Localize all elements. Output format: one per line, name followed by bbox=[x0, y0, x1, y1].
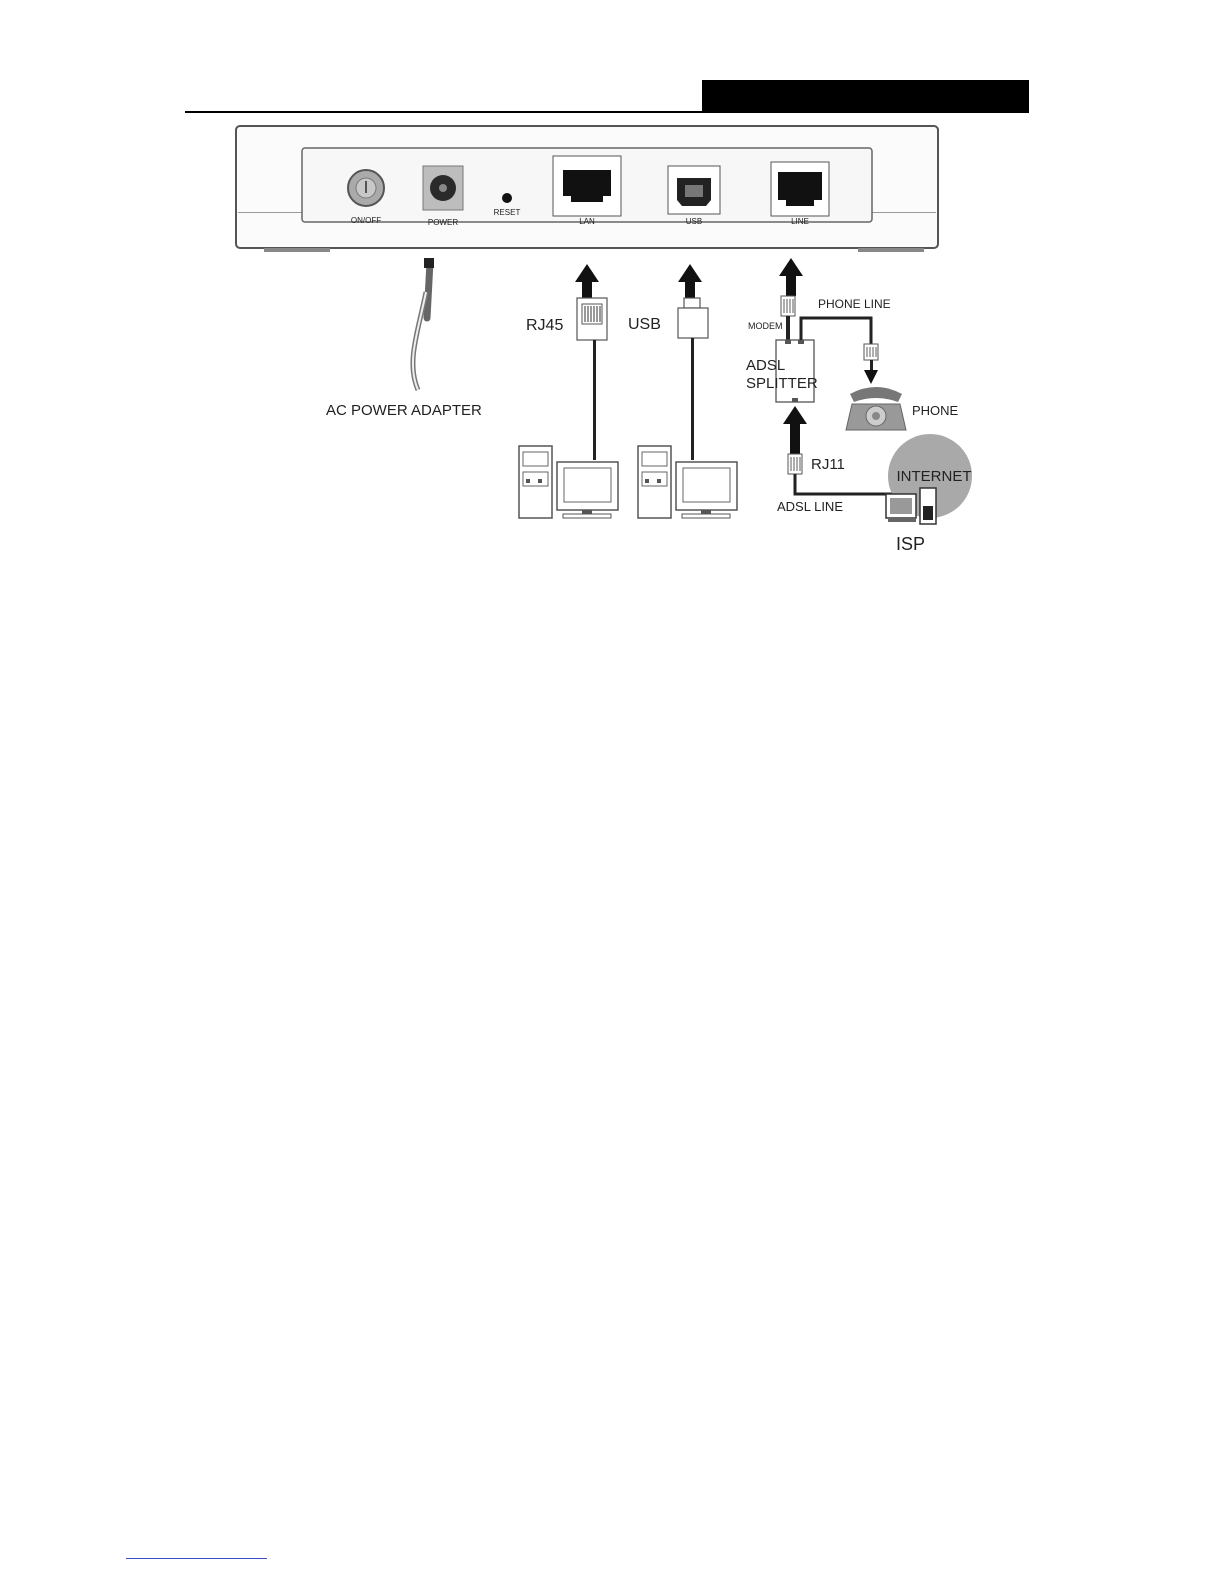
power-label: POWER bbox=[428, 218, 458, 227]
lan-cable bbox=[575, 264, 607, 460]
onoff-switch bbox=[348, 170, 384, 206]
reset-label: RESET bbox=[494, 208, 521, 217]
rj11-label: RJ11 bbox=[811, 456, 845, 473]
ac-adapter-label: AC POWER ADAPTER bbox=[326, 402, 482, 419]
usb-port-label: USB bbox=[686, 217, 702, 226]
footer-link-underline bbox=[126, 1558, 267, 1559]
isp-label: ISP bbox=[896, 534, 925, 554]
usb-cable-label: USB bbox=[628, 316, 661, 333]
power-jack bbox=[423, 166, 463, 210]
onoff-label: ON/OFF bbox=[351, 216, 381, 225]
line-label: LINE bbox=[791, 217, 809, 226]
line-port bbox=[771, 162, 829, 216]
line-cable bbox=[779, 258, 803, 340]
computer-1 bbox=[519, 446, 618, 518]
lan-port bbox=[553, 156, 621, 216]
rj45-label: RJ45 bbox=[526, 317, 563, 334]
usb-port bbox=[668, 166, 720, 214]
adsl-line-label: ADSL LINE bbox=[777, 499, 843, 514]
header-bar bbox=[702, 80, 1029, 113]
usb-cable bbox=[678, 264, 708, 460]
isp-computer-icon bbox=[886, 488, 936, 524]
ac-adapter-cable bbox=[413, 258, 434, 390]
splitter-label-2: SPLITTER bbox=[746, 375, 818, 392]
phone-line-label: PHONE LINE bbox=[818, 297, 891, 311]
connection-diagram: ON/OFF POWER RESET LAN USB LINE AC POWER… bbox=[230, 122, 990, 558]
splitter-label-1: ADSL bbox=[746, 357, 785, 374]
phone-icon bbox=[846, 387, 906, 430]
internet-label: INTERNET bbox=[897, 468, 972, 485]
reset-button bbox=[502, 193, 512, 203]
lan-label: LAN bbox=[579, 217, 595, 226]
computer-2 bbox=[638, 446, 737, 518]
phone-label: PHONE bbox=[912, 403, 959, 418]
modem-label: MODEM bbox=[748, 321, 783, 331]
